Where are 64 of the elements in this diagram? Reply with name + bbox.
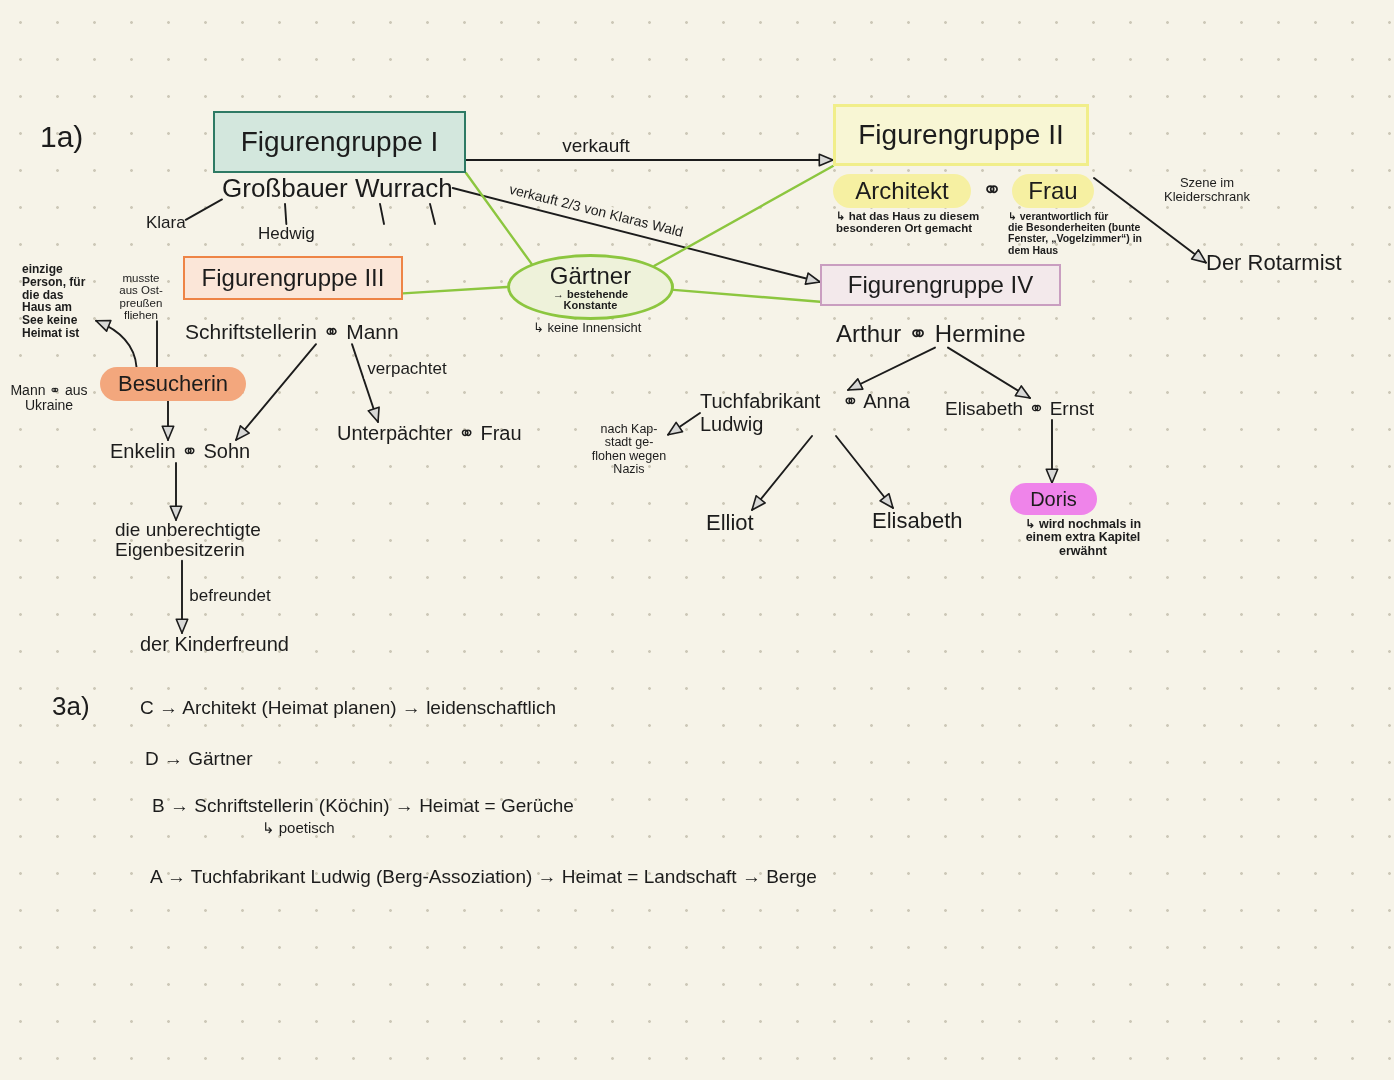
answer-line: D → Gärtner xyxy=(145,748,253,770)
group-box: Figurengruppe II xyxy=(833,104,1089,166)
arrow xyxy=(751,435,813,511)
connector-line xyxy=(672,288,822,303)
highlighted-name: Architekt xyxy=(833,174,971,208)
arrow xyxy=(351,343,380,423)
character-name: die unberechtigte Eigenbesitzerin xyxy=(115,520,293,561)
character-name: Der Rotarmist xyxy=(1206,250,1342,276)
character-name: Klara xyxy=(146,213,186,233)
arrow xyxy=(161,400,175,441)
character-name: Elisabeth xyxy=(872,508,963,534)
group-box: Figurengruppe I xyxy=(213,111,466,173)
note-text: Mann ⚭ aus Ukraine xyxy=(9,383,89,413)
connector-line xyxy=(184,198,223,221)
arrow xyxy=(169,462,183,521)
note-text: ↳ keine Innensicht xyxy=(533,321,643,335)
connector-line xyxy=(284,202,288,225)
character-name: Gärtner xyxy=(549,263,632,289)
arrow xyxy=(235,343,317,441)
highlighted-name: Besucherin xyxy=(100,367,246,401)
connector-line xyxy=(156,320,158,368)
character-name: ⚭ Anna xyxy=(842,390,910,413)
note-text: ↳ poetisch xyxy=(262,819,335,837)
connector-line xyxy=(464,171,533,265)
answer-line: C → Architekt (Heimat planen) → leidenschaftlich xyxy=(140,697,557,719)
character-name: Schriftstellerin ⚭ Mann xyxy=(185,320,399,345)
marriage-symbol: ⚭ xyxy=(982,176,1003,204)
note-text: ↳ wird nochmals in einem extra Kapitel erwähnt xyxy=(1024,518,1142,559)
arrow xyxy=(1093,177,1207,264)
character-name: Unterpächter ⚭ Frau xyxy=(337,422,522,445)
tick-line xyxy=(429,202,436,225)
section-number: 1a) xyxy=(40,120,84,155)
arrow xyxy=(1045,418,1059,484)
character-name: Tuchfabrikant Ludwig xyxy=(700,390,822,436)
character-name: Elliot xyxy=(706,510,754,536)
highlighted-name: Frau xyxy=(1012,174,1094,208)
arrow xyxy=(667,412,701,436)
character-name: Elisabeth ⚭ Ernst xyxy=(945,398,1094,420)
character-name: der Kinderfreund xyxy=(140,633,289,656)
connector-line xyxy=(653,164,835,267)
character-name: Enkelin ⚭ Sohn xyxy=(110,440,251,463)
character-name: Arthur ⚭ Hermine xyxy=(836,320,1026,348)
answer-line: B → Schriftstellerin (Köchin) → Heimat = Gerüche xyxy=(152,795,574,817)
arrow xyxy=(947,346,1031,399)
answer-line: A → Tuchfabrikant Ludwig (Berg-Assoziation) → Heimat = Landschaft → Berge xyxy=(150,866,817,888)
arrow xyxy=(95,319,138,368)
section-number: 3a) xyxy=(52,692,90,722)
note-text: musste aus Ost- preußen fliehen xyxy=(112,272,170,322)
character-name: Hedwig xyxy=(258,224,315,244)
group-box: Figurengruppe IV xyxy=(820,264,1061,306)
character-name: Großbauer Wurrach xyxy=(222,174,453,204)
group-box: Figurengruppe III xyxy=(183,256,403,300)
note-text: nach Kap- stadt ge- flohen wegen Nazis xyxy=(590,423,668,477)
arrow xyxy=(847,346,936,391)
tick-line xyxy=(379,202,385,225)
arrow xyxy=(465,153,834,167)
arrow xyxy=(175,559,189,634)
note-text: ↳ hat das Haus zu diesem besonderen Ort gemacht xyxy=(836,210,981,235)
highlighted-name: Doris xyxy=(1010,483,1097,515)
note-text: einzige Person, für die das Haus am See keine Heimat ist xyxy=(22,263,96,340)
arrow xyxy=(835,435,894,509)
edge-label: verpachtet xyxy=(364,359,450,379)
arrow xyxy=(451,187,821,285)
note-text: → bestehende Konstante xyxy=(551,288,630,311)
